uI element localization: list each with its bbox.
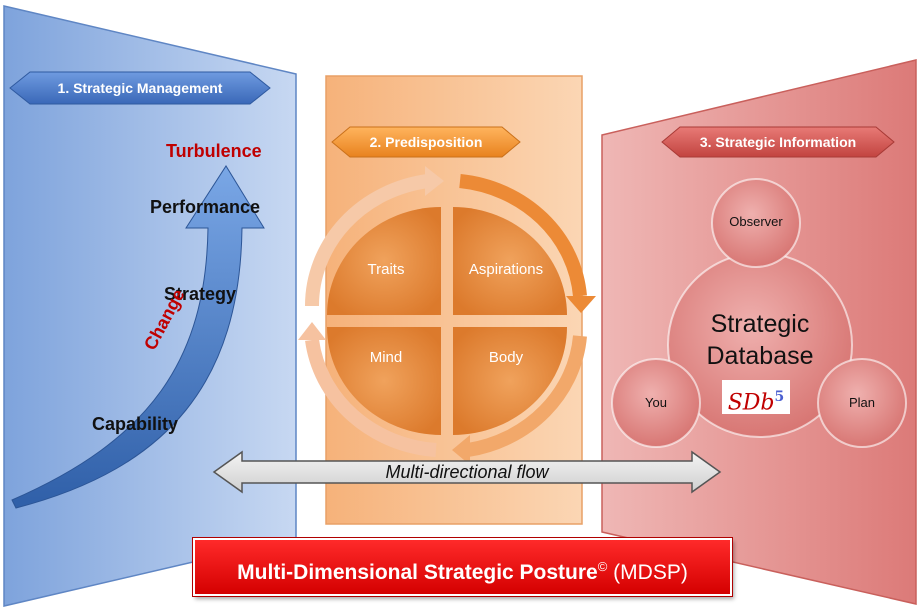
body-quadrant bbox=[453, 327, 567, 435]
sdb-exponent: 5 bbox=[774, 389, 785, 405]
strategic-management-label: 1. Strategic Management bbox=[57, 80, 223, 96]
strategic-management-pill bbox=[9, 71, 271, 105]
strategic-information-label: 3. Strategic Information bbox=[699, 134, 857, 150]
you-circle bbox=[611, 358, 701, 448]
multi-directional-flow-label: Multi-directional flow bbox=[385, 462, 549, 482]
strategic-information-pill bbox=[661, 126, 895, 158]
title-abbreviation: (MDSP) bbox=[607, 561, 688, 584]
mdsp-title-box: Multi-Dimensional Strategic Posture© (MD… bbox=[193, 538, 732, 596]
title-main: Multi-Dimensional Strategic Posture bbox=[237, 561, 598, 584]
mind-label: Mind bbox=[369, 349, 403, 366]
capability-label: Capability bbox=[92, 414, 179, 434]
performance-label: Performance bbox=[150, 197, 261, 217]
aspirations-quadrant bbox=[453, 207, 567, 315]
change-arrow bbox=[11, 165, 265, 509]
observer-circle bbox=[711, 178, 801, 268]
sdb-base: SDb bbox=[727, 390, 775, 416]
you-label: You bbox=[645, 395, 667, 410]
aspirations-label: Aspirations bbox=[468, 261, 544, 278]
traits-quadrant bbox=[327, 207, 441, 315]
turbulence-label: Turbulence bbox=[166, 141, 262, 161]
strategy-label: Strategy bbox=[164, 284, 237, 304]
strategic-database-line2: Database bbox=[706, 342, 814, 370]
predisposition-label: 2. Predisposition bbox=[369, 134, 483, 150]
title-copyright: © bbox=[597, 559, 608, 574]
body-label: Body bbox=[488, 349, 524, 366]
strategic-database-line1: Strategic bbox=[710, 310, 810, 338]
plan-circle bbox=[817, 358, 907, 448]
sdb5-box: SDb5 bbox=[722, 380, 790, 416]
multi-directional-flow-arrow bbox=[212, 450, 722, 494]
predisposition-pill bbox=[331, 126, 521, 158]
mind-quadrant bbox=[327, 327, 441, 435]
traits-label: Traits bbox=[367, 261, 405, 278]
plan-label: Plan bbox=[848, 395, 876, 410]
predisposition-quadrants bbox=[327, 207, 567, 435]
observer-label: Observer bbox=[729, 214, 783, 229]
cycle-arrows bbox=[298, 166, 596, 465]
